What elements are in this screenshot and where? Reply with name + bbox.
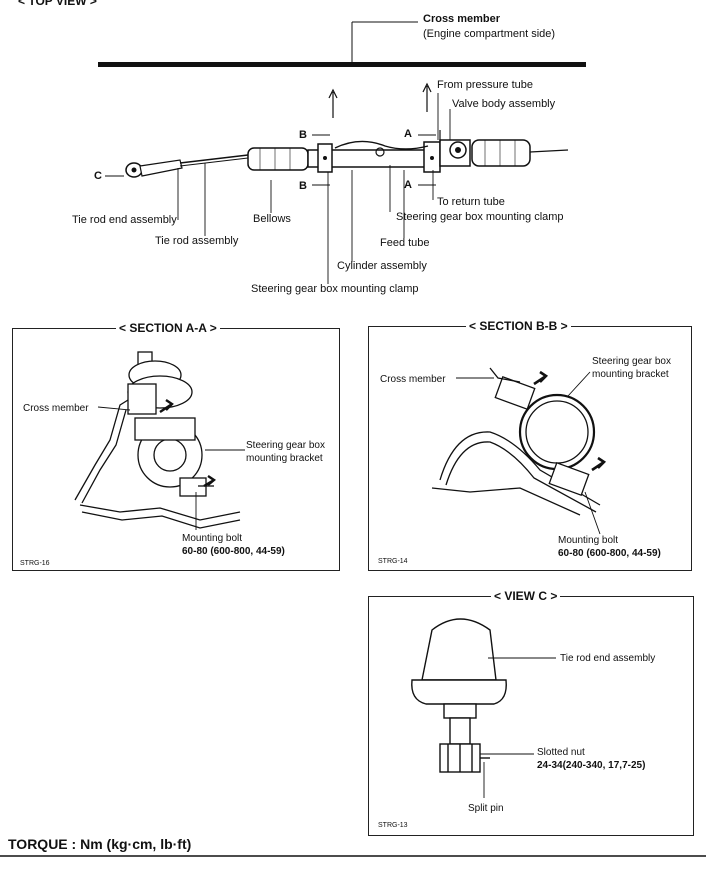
section-marker-lines bbox=[105, 134, 436, 186]
section-aa-title: < SECTION A-A > bbox=[116, 321, 220, 335]
direction-arrows bbox=[328, 82, 432, 118]
engine-side-label: (Engine compartment side) bbox=[423, 28, 556, 40]
bb-cross-member-label: Cross member bbox=[380, 374, 446, 385]
right-bellows bbox=[471, 139, 531, 167]
cylinder-assembly-label: Cylinder assembly bbox=[337, 260, 427, 272]
from-pressure-tube-label: From pressure tube bbox=[437, 79, 533, 91]
aa-bolt-torque: 60-80 (600-800, 44-59) bbox=[182, 546, 285, 557]
clamp-right-label: Steering gear box mounting clamp bbox=[396, 211, 564, 223]
section-marker-b-bottom: B bbox=[299, 180, 307, 192]
cross-member-label: Cross member bbox=[423, 13, 501, 25]
bb-bracket-label-1: Steering gear box bbox=[592, 356, 671, 367]
to-return-tube-label: To return tube bbox=[437, 196, 505, 208]
tie-rod-end-assembly-label: Tie rod end assembly bbox=[72, 214, 177, 226]
view-c-nut-torque: 24-34(240-340, 17,7-25) bbox=[537, 760, 646, 771]
view-marker-c: C bbox=[94, 170, 102, 182]
view-c-figure-code: STRG-13 bbox=[378, 822, 408, 829]
aa-bracket-label-2: mounting bracket bbox=[246, 453, 323, 464]
view-c-slotted-nut-label: Slotted nut bbox=[537, 747, 585, 758]
tie-rod-assembly-label: Tie rod assembly bbox=[155, 235, 239, 247]
tie-rod-shaft bbox=[179, 154, 249, 164]
feed-tube-label: Feed tube bbox=[380, 237, 430, 249]
aa-figure-code: STRG-16 bbox=[20, 560, 50, 567]
top-view-title: < TOP VIEW > bbox=[18, 0, 97, 8]
top-view-drawing bbox=[98, 21, 586, 284]
view-c-panel bbox=[368, 596, 694, 836]
tie-rod-end-part bbox=[125, 159, 183, 178]
leader-lines bbox=[177, 93, 451, 284]
feed-tube bbox=[334, 140, 429, 150]
view-c-split-pin-label: Split pin bbox=[468, 803, 504, 814]
clamp-left-label: Steering gear box mounting clamp bbox=[251, 283, 419, 295]
left-bellows bbox=[247, 147, 309, 171]
valve-body-assembly-label: Valve body assembly bbox=[452, 98, 556, 110]
section-marker-a-top: A bbox=[404, 128, 412, 140]
view-c-title: < VIEW C > bbox=[491, 589, 561, 603]
aa-bolt-label: Mounting bolt bbox=[182, 533, 243, 544]
view-c-tie-rod-end-label: Tie rod end assembly bbox=[560, 653, 656, 664]
valve-body-part bbox=[439, 130, 471, 167]
aa-cross-member-label: Cross member bbox=[23, 403, 89, 414]
bb-bolt-torque: 60-80 (600-800, 44-59) bbox=[558, 548, 661, 559]
bellows-label: Bellows bbox=[253, 213, 291, 225]
section-marker-a-bottom: A bbox=[404, 179, 412, 191]
bb-bracket-label-2: mounting bracket bbox=[592, 369, 669, 380]
aa-bracket-label-1: Steering gear box bbox=[246, 440, 325, 451]
section-marker-b-top: B bbox=[299, 129, 307, 141]
cross-member-bar bbox=[98, 62, 586, 67]
torque-units-label: TORQUE : Nm (kg·cm, lb·ft) bbox=[8, 836, 192, 852]
bb-figure-code: STRG-14 bbox=[378, 558, 408, 565]
section-bb-title: < SECTION B-B > bbox=[466, 319, 571, 333]
bb-bolt-label: Mounting bolt bbox=[558, 535, 619, 546]
